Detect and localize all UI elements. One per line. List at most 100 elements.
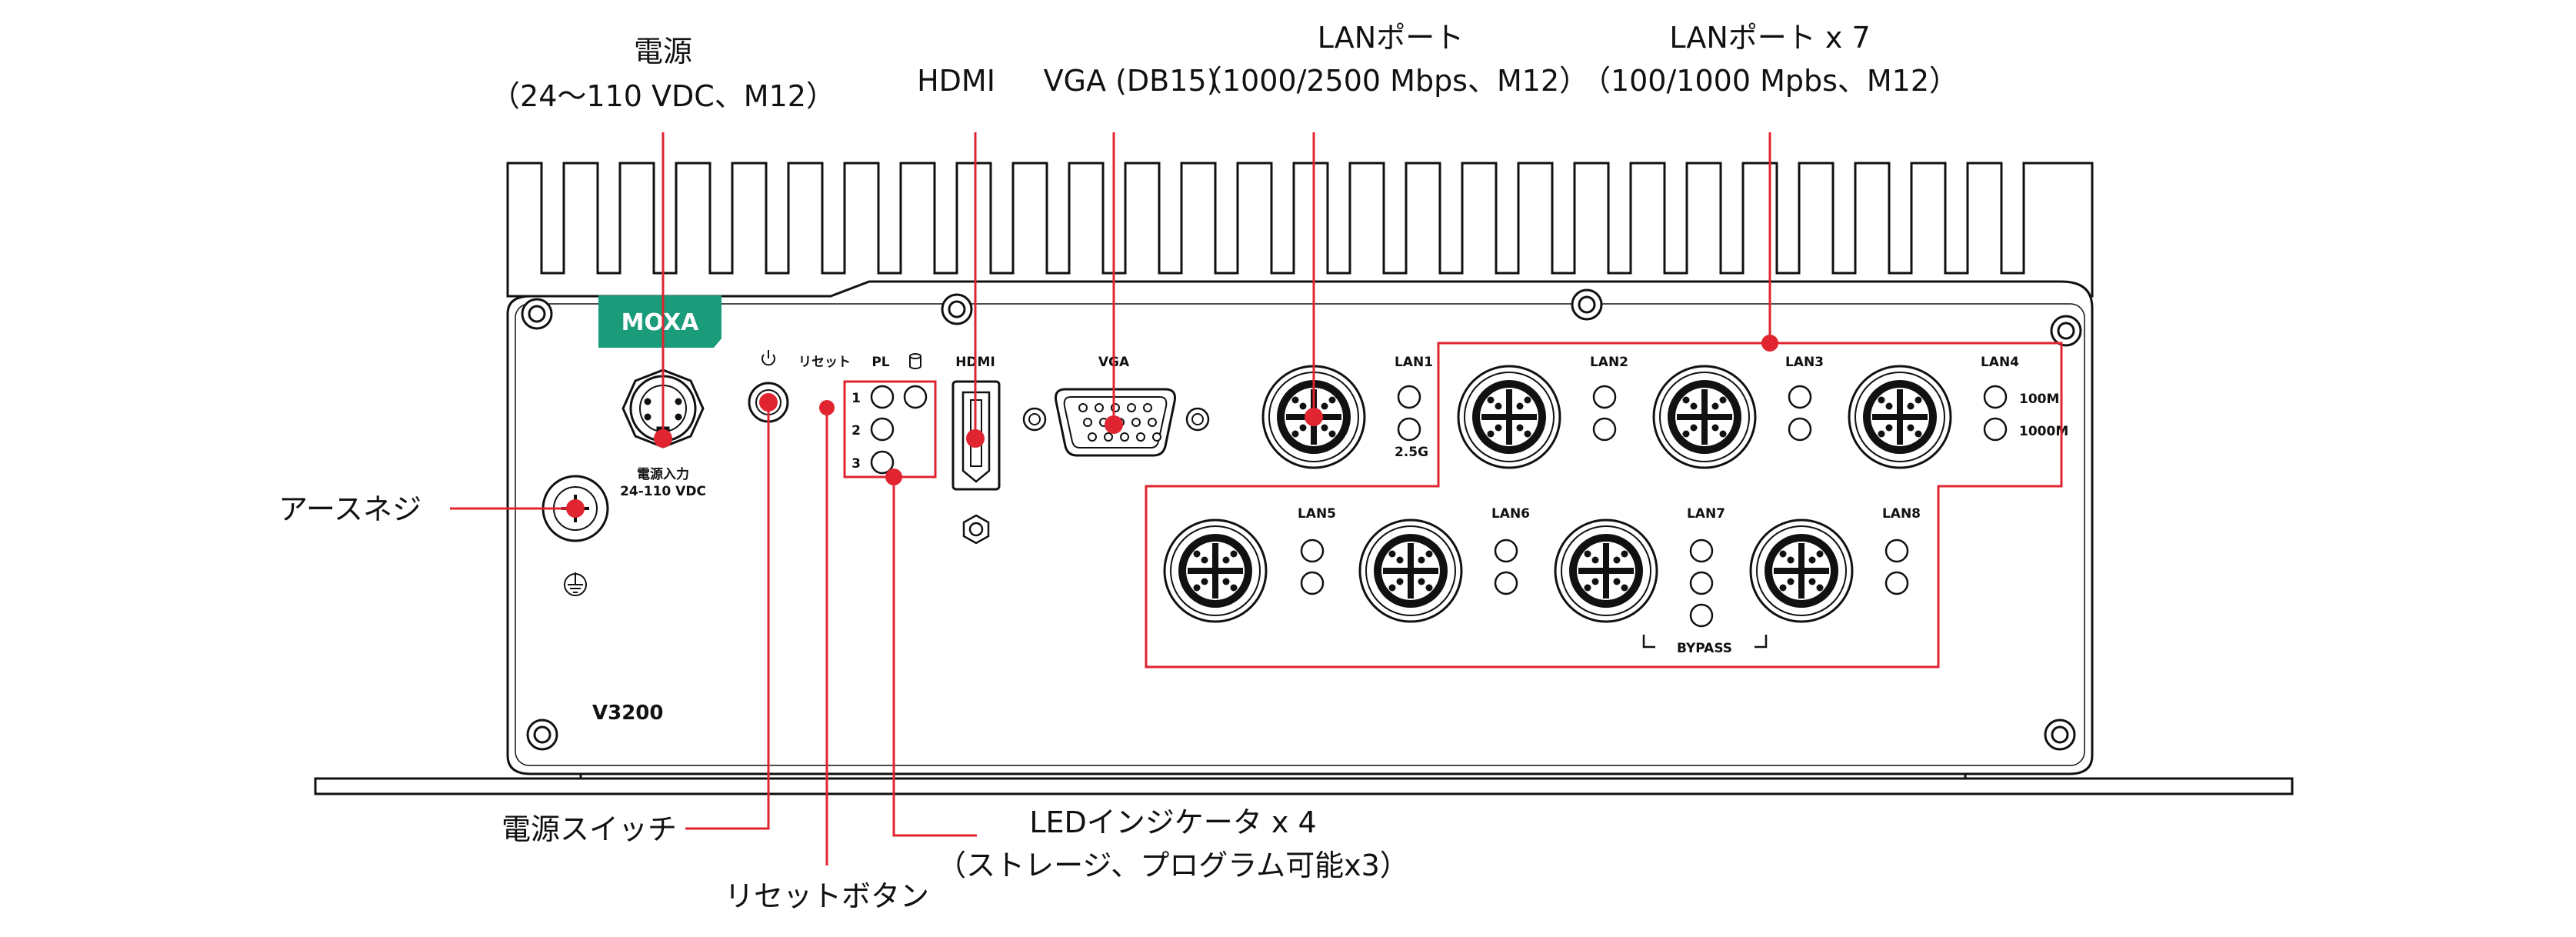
lan-port-pin — [1495, 402, 1502, 410]
lan-port-pin — [1222, 556, 1230, 564]
lan4-label: LAN4 — [1981, 355, 2019, 370]
callout-lines — [450, 132, 1771, 865]
lan7-leds — [1689, 539, 1714, 628]
lan-port-pin — [1682, 430, 1690, 438]
screw-bottom-left — [526, 719, 558, 751]
power-input-spec: 24-110 VDC — [620, 484, 706, 499]
lan-port-pin — [1621, 550, 1628, 558]
vga-pin — [1131, 418, 1141, 427]
lan4-leds — [1983, 385, 2008, 442]
power-switch-callout-title: 電源スイッチ — [502, 812, 677, 846]
lan-port-pin — [1291, 430, 1299, 438]
lan-port-pin — [1299, 402, 1307, 410]
vga-pin — [1148, 418, 1157, 427]
lan-x7-callout-spec: （100/1000 Mpbs、M12） — [1581, 64, 1958, 98]
lan6-label: LAN6 — [1491, 506, 1530, 522]
lan-port-pin — [1201, 556, 1208, 564]
lan1-leds — [1397, 385, 1421, 442]
vga-pin — [1143, 403, 1152, 412]
screw-bottom-right — [2044, 719, 2076, 751]
lan-port-pin — [1584, 550, 1591, 558]
chassis — [506, 162, 2094, 775]
lan-port-pin — [1418, 578, 1425, 585]
lan1-speed-label: 2.5G — [1395, 445, 1428, 460]
pl-label: PL — [871, 355, 889, 370]
vga-pin — [1152, 432, 1161, 442]
led-indicators — [870, 385, 928, 475]
lan-led — [1788, 417, 1812, 442]
lan-led — [1983, 417, 2008, 442]
power-icon — [761, 350, 775, 366]
lan-port-pin — [1885, 424, 1893, 432]
screw-top-mid-left — [941, 293, 973, 325]
lan-port-pin — [1907, 402, 1915, 410]
lan-port-pin — [1584, 584, 1591, 592]
lan-led — [1885, 571, 1909, 595]
lan7-label: LAN7 — [1687, 506, 1725, 522]
lan-port-key-h — [1383, 568, 1438, 574]
lan-port-pin — [1719, 430, 1727, 438]
lan-port-pin — [1193, 584, 1201, 592]
lan-led — [1592, 417, 1617, 442]
lan-port-pin — [1495, 424, 1502, 432]
vga-pin — [1095, 403, 1104, 412]
lan2-label: LAN2 — [1590, 355, 1628, 370]
lan-led — [1397, 417, 1421, 442]
lan-port-pin — [1425, 584, 1433, 592]
lan-port-pin — [1516, 402, 1524, 410]
lan-port-pin — [1878, 396, 1885, 404]
lan-port-pin — [1719, 396, 1727, 404]
lan4-port — [1848, 365, 1952, 469]
lan-port-pin — [1816, 584, 1824, 592]
lan-port-pin — [1711, 424, 1719, 432]
lan-port-pin — [1787, 578, 1795, 585]
lan2-leds — [1592, 385, 1617, 442]
lan-led — [1689, 571, 1714, 595]
lan-port-pin — [1291, 396, 1299, 404]
ground-icon — [564, 572, 587, 596]
lan1-label: LAN1 — [1395, 355, 1433, 370]
lan-port-pin — [1915, 396, 1922, 404]
lan-port-pin — [1321, 402, 1328, 410]
logo-text: MOXA — [622, 309, 699, 336]
lan-port-pin — [1711, 402, 1719, 410]
lan-port-pin — [1201, 578, 1208, 585]
lan-led — [1494, 539, 1518, 563]
lan-port-pin — [1388, 584, 1396, 592]
lan-port-pin — [1779, 584, 1787, 592]
lan5-label: LAN5 — [1298, 506, 1336, 522]
lan-port-pin — [1396, 578, 1404, 585]
power-input-label: 電源入力 — [637, 466, 689, 482]
ground-callout-title: アースネジ — [278, 492, 422, 526]
lan-port-pin — [1388, 550, 1396, 558]
lan-led — [1788, 385, 1812, 409]
lan-port-pin — [1690, 402, 1698, 410]
lan-port-pin — [1516, 424, 1524, 432]
lan-port-pin — [1816, 550, 1824, 558]
lan-led — [1300, 539, 1325, 563]
vga-pin — [1136, 432, 1145, 442]
lan-led — [1689, 539, 1714, 563]
screw-top-mid-right — [1571, 288, 1603, 321]
lan8-label: LAN8 — [1882, 506, 1921, 522]
lan-led — [1397, 385, 1421, 409]
led-row-3: 3 — [851, 456, 861, 472]
screw-top-right — [2050, 315, 2082, 347]
lan-led — [1592, 385, 1617, 409]
lan-port-pin — [1878, 430, 1885, 438]
lan-port-pin — [1425, 550, 1433, 558]
lan-port-pin — [1915, 430, 1922, 438]
lan-port-pin — [1621, 584, 1628, 592]
hdmi-lock-nut — [962, 514, 990, 545]
lan-port-pin — [1690, 424, 1698, 432]
led-row-2: 2 — [851, 423, 861, 438]
power-callout-title: 電源 — [634, 35, 692, 68]
lan2-port — [1457, 365, 1561, 469]
lan-port-pin — [1328, 396, 1336, 404]
storage-icon — [909, 353, 921, 369]
lan-x7-callout-title: LANポート x 7 — [1669, 21, 1870, 55]
lan3-leds — [1788, 385, 1812, 442]
vga-pin — [1083, 418, 1092, 427]
bypass-label: BYPASS — [1677, 641, 1732, 656]
lan-led — [1494, 571, 1518, 595]
